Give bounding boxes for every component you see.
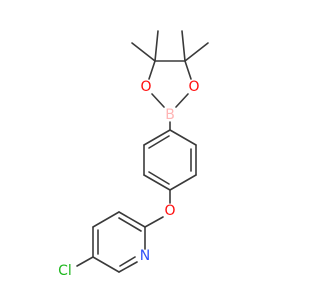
bond [169,129,197,146]
bond [154,30,159,62]
atom-labels: O O B O N Cl [58,79,199,279]
bond [184,60,192,80]
bond [118,217,142,232]
bond [144,216,164,228]
bond [181,30,186,62]
bond [169,174,197,191]
bond [148,60,156,80]
atom-label-boron: B [165,107,175,123]
bond [76,256,94,267]
bond [92,211,120,228]
bond [184,42,209,62]
atom-label-o-top-left: O [140,79,151,95]
bond [143,174,171,191]
bond [92,256,120,273]
bond [143,129,171,146]
bond [118,211,146,228]
bonds [76,30,209,273]
atom-label-chlorine: Cl [58,263,72,279]
bond [151,93,165,108]
molecule-structure: O O B O N Cl [58,30,209,279]
bond [148,171,170,185]
bond [118,261,138,273]
atom-label-o-ether: O [164,203,175,219]
bond [119,256,136,267]
atom-label-o-top-right: O [188,79,199,95]
bond [148,135,170,149]
bond [131,42,156,62]
bond [175,93,189,108]
atom-label-nitrogen: N [140,248,150,264]
